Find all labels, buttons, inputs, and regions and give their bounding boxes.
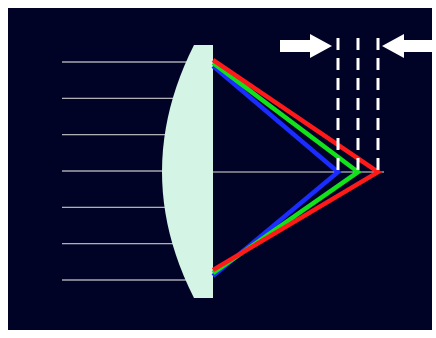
red-ray — [211, 58, 383, 272]
focal-lines — [336, 38, 380, 170]
color-rays — [211, 58, 383, 278]
arrow-right-icon — [280, 34, 332, 58]
arrow-left-icon — [382, 34, 432, 58]
plano-convex-lens — [162, 45, 213, 298]
blue-ray — [211, 64, 342, 278]
incoming-rays — [62, 61, 190, 281]
